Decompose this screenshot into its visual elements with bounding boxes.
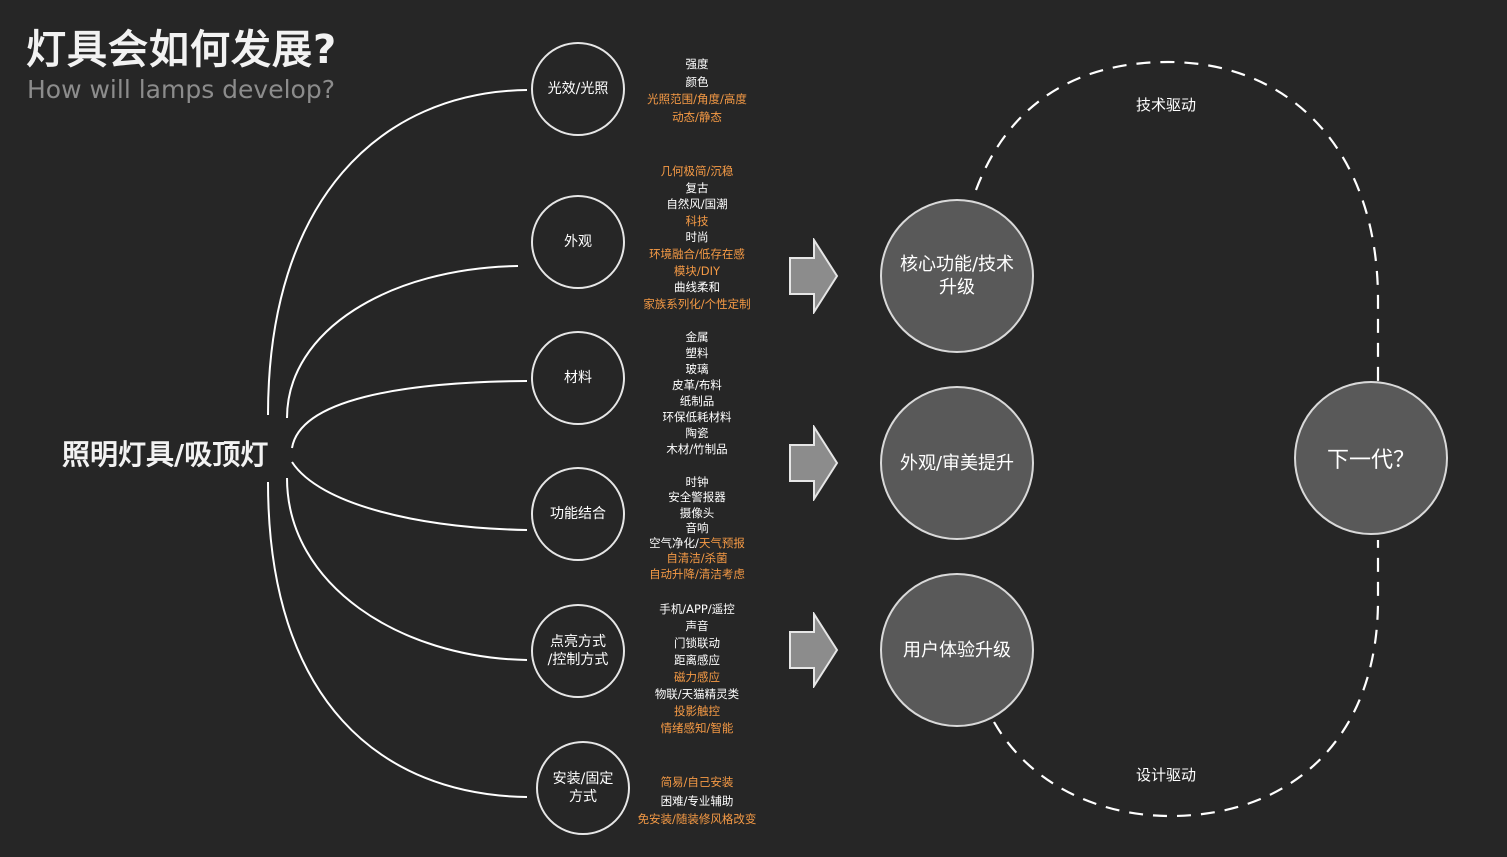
branch-line-5 — [286, 477, 528, 661]
list-item: 科技 — [685, 213, 709, 228]
list-item: 自清洁/杀菌 — [666, 551, 728, 566]
list-item: 安全警报器 — [668, 490, 726, 505]
list-item: 距离感应 — [674, 653, 720, 667]
list-item: 手机/APP/遥控 — [659, 602, 735, 616]
list-item: 光照范围/角度/高度 — [647, 92, 747, 106]
list-item: 自动升降/清洁考虑 — [649, 566, 745, 581]
list-item: 动态/静态 — [672, 109, 722, 124]
goal-node-core-tech: 核心功能/技术升级 — [880, 199, 1034, 353]
list-item: 金属 — [685, 330, 709, 344]
list-item: 空气净化/天气预报 — [607, 536, 787, 551]
item-list-light-effect: 强度颜色光照范围/角度/高度动态/静态 — [607, 56, 787, 126]
category-label: 外观 — [564, 234, 592, 250]
list-item: 时尚 — [685, 230, 709, 245]
list-item: 简易/自己安装 — [660, 775, 734, 789]
list-item: 几何极简/沉稳 — [660, 164, 734, 178]
tech-drive-label: 技术驱动 — [1136, 96, 1197, 114]
list-item-part: 空气净化/ — [649, 536, 699, 551]
branch-line-3 — [291, 380, 528, 449]
next-generation-label: 下一代？ — [1326, 448, 1415, 473]
tech-drive-dashed-path — [974, 60, 1380, 382]
list-item: 免安装/随装修风格改变 — [637, 812, 757, 826]
category-label: 材料 — [564, 370, 592, 386]
category-label: 光效/光照 — [547, 81, 609, 97]
arrow-right-icon — [789, 238, 839, 314]
item-list-control: 手机/APP/遥控声音门锁联动距离感应磁力感应物联/天猫精灵类投影触控情绪感知/… — [607, 601, 787, 737]
category-node-control: 点亮方式 /控制方式 — [531, 604, 625, 698]
list-item: 家族系列化/个性定制 — [643, 296, 751, 311]
item-list-function: 时钟安全警报器摄像头音响空气净化/天气预报自清洁/杀菌自动升降/清洁考虑 — [607, 475, 787, 582]
list-item: 物联/天猫精灵类 — [654, 687, 740, 701]
list-item: 摄像头 — [679, 505, 715, 520]
goal-label: 用户体验升级 — [903, 639, 1011, 661]
list-item: 玻璃 — [685, 362, 709, 376]
list-item: 音响 — [685, 520, 709, 535]
goal-node-user-experience: 用户体验升级 — [880, 573, 1034, 727]
list-item: 塑料 — [685, 346, 709, 360]
category-node-installation: 安装/固定 方式 — [536, 741, 630, 835]
design-drive-label: 设计驱动 — [1136, 766, 1197, 784]
branch-line-2 — [286, 265, 519, 419]
branch-line-6 — [267, 481, 528, 798]
category-node-appearance: 外观 — [531, 195, 625, 289]
goal-label: 外观/审美提升 — [899, 452, 1015, 474]
list-item: 木材/竹制品 — [666, 442, 728, 456]
list-item-part: 天气预报 — [698, 536, 745, 551]
list-item: 磁力感应 — [674, 670, 720, 684]
branch-line-1 — [267, 89, 528, 416]
design-drive-dashed-path — [993, 540, 1380, 818]
list-item: 颜色 — [685, 74, 709, 89]
arrow-right-icon — [789, 425, 839, 501]
list-item: 情绪感知/智能 — [660, 721, 734, 735]
list-item: 时钟 — [685, 475, 709, 489]
goal-node-aesthetics: 外观/审美提升 — [880, 386, 1034, 540]
goal-label: 核心功能/技术升级 — [899, 254, 1015, 298]
arrow-right-icon — [789, 612, 839, 688]
list-item: 强度 — [685, 57, 709, 71]
list-item: 纸制品 — [679, 394, 715, 408]
category-node-function: 功能结合 — [531, 467, 625, 561]
list-item: 复古 — [685, 180, 709, 195]
list-item: 环保低耗材料 — [662, 410, 732, 424]
list-item: 自然风/国潮 — [666, 197, 728, 212]
category-label: 点亮方式 /控制方式 — [547, 634, 609, 668]
category-node-material: 材料 — [531, 331, 625, 425]
list-item: 困难/专业辅助 — [660, 793, 734, 808]
list-item: 皮革/布料 — [672, 378, 722, 392]
list-item: 曲线柔和 — [674, 280, 720, 295]
page-title: 灯具会如何发展? — [26, 27, 338, 73]
item-list-material: 金属塑料玻璃皮革/布料纸制品环保低耗材料陶瓷木材/竹制品 — [607, 329, 787, 457]
category-label: 安装/固定 方式 — [552, 771, 614, 805]
category-label: 功能结合 — [550, 506, 606, 522]
category-node-light-effect: 光效/光照 — [531, 42, 625, 136]
branch-line-4 — [291, 461, 528, 531]
list-item: 投影触控 — [674, 704, 720, 718]
list-item: 环境融合/低存在感 — [649, 246, 745, 261]
root-node-label: 照明灯具/吸顶灯 — [62, 438, 269, 471]
list-item: 声音 — [685, 619, 709, 633]
list-item: 模块/DIY — [673, 263, 721, 278]
list-item: 陶瓷 — [685, 426, 709, 440]
list-item: 门锁联动 — [674, 636, 720, 650]
next-generation-node: 下一代？ — [1294, 381, 1448, 535]
page-subtitle: How will lamps develop? — [27, 75, 335, 104]
item-list-installation: 简易/自己安装困难/专业辅助免安装/随装修风格改变 — [607, 773, 787, 829]
item-list-appearance: 几何极简/沉稳复古自然风/国潮科技时尚环境融合/低存在感模块/DIY 曲线柔和家族… — [607, 163, 787, 312]
